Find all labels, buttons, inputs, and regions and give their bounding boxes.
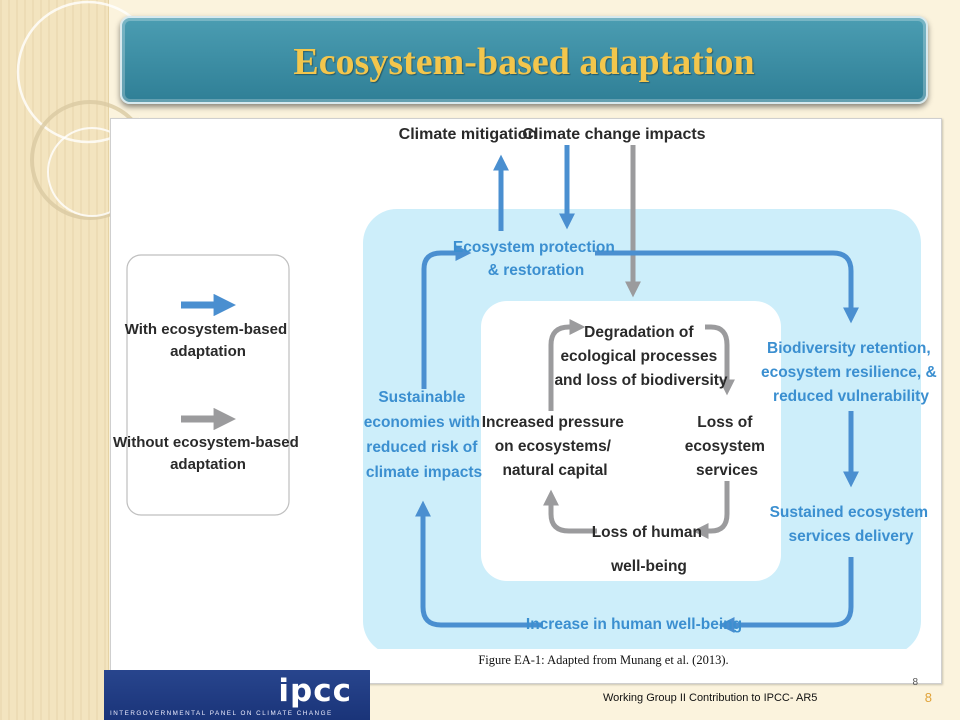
figure-caption: Figure EA-1: Adapted from Munang et al. … [478,653,729,667]
loss-services-label: Loss of ecosystem services [685,414,769,479]
protection-label: Ecosystem protection & restoration [453,239,619,279]
page-number-small: 8 [912,677,918,688]
climate-impacts-label: Climate change impacts [522,126,705,143]
ipcc-logo-text: ipcc [278,673,352,709]
arrow-to-sustainable [414,500,543,628]
legend-box [126,254,290,516]
page-title: Ecosystem-based adaptation [293,41,755,83]
page-number: 8 [924,690,932,705]
arrow-to-wellbeing [718,557,854,634]
gray-arrow-to-pressure [542,489,597,534]
ipcc-logo-subtitle: INTERGOVERNMENTAL PANEL ON CLIMATE CHANG… [110,710,333,717]
gray-arrow-to-loss-services [705,324,736,396]
arrow-to-protection [421,244,472,389]
sustained-label: Sustained ecosystem services delivery [770,504,933,545]
figure-frame: With ecosystem-based adaptation Without … [110,118,942,684]
left-decorative-strip [0,0,109,720]
gray-arrow-to-loss-human [692,481,730,540]
arrow-to-biodiversity [595,250,860,324]
inner-degradation-panel [481,301,781,581]
climate-mitigation-label: Climate mitigation [399,126,538,143]
ecosystem-diagram: With ecosystem-based adaptation Without … [113,126,941,649]
biodiversity-label: Biodiversity retention, ecosystem resili… [761,340,941,405]
sustainable-label: Sustainable economies with reduced risk … [364,389,485,481]
ipcc-logo: ipcc INTERGOVERNMENTAL PANEL ON CLIMATE … [104,670,370,720]
loss-human-label: Loss of human well-being [592,524,707,575]
title-banner: Ecosystem-based adaptation [120,16,928,104]
pressure-label: Increased pressure on ecosystems/ natura… [482,414,628,479]
degradation-label: Degradation of ecological processes and … [554,324,727,389]
legend-with-label: With ecosystem-based adaptation [125,321,292,360]
legend-without-label: Without ecosystem-based adaptation [113,434,303,473]
footer-text: Working Group II Contribution to IPCC- A… [603,692,818,704]
gray-arrow-to-degradation [548,318,586,411]
wellbeing-label: Increase in human well-being [526,616,742,633]
